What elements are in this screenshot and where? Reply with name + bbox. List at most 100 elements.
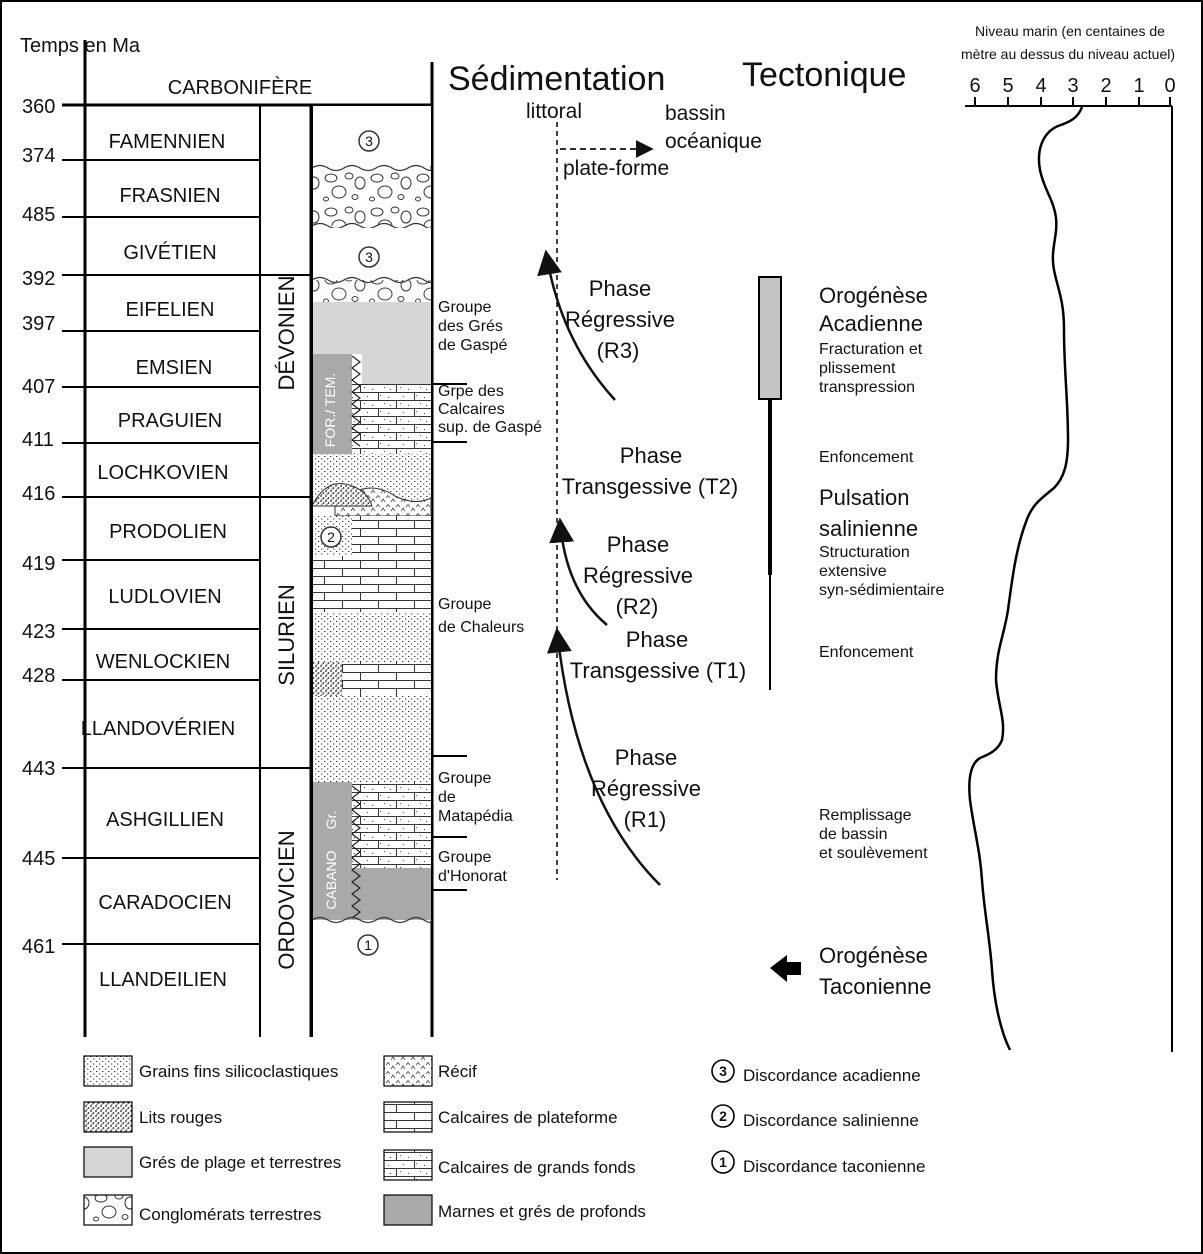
legend-platform-limestone: Calcaires de plateforme — [438, 1108, 618, 1127]
legend-marker-2 — [711, 1104, 735, 1128]
acadian-note-1: Fracturation et — [819, 341, 923, 358]
group-matapedia: Groupe — [438, 770, 491, 787]
phase-r3-line3: (R3) — [597, 338, 640, 363]
tick-label: 428 — [22, 665, 55, 687]
unconformity-marker-3-label: 3 — [365, 249, 373, 265]
column-conglomerate-frasnien — [312, 168, 431, 226]
tick-label: 419 — [22, 553, 55, 575]
legend-swatch-reef — [383, 1055, 433, 1087]
period-ordovicien: ORDOVICIEN — [274, 830, 299, 969]
tick-label: 423 — [22, 621, 55, 643]
phase-r2-line1: Phase — [607, 532, 669, 557]
tectonique-panel: Tectonique Orogénèse Acadienne Fracturat… — [742, 56, 944, 999]
stage-eifelien: EIFELIEN — [126, 299, 215, 321]
tick-label: 360 — [22, 96, 55, 118]
phase-arrow-r3 — [537, 249, 616, 401]
legend-fine-grains: Grains fins silicoclastiques — [139, 1062, 338, 1081]
tick-label: 411 — [22, 429, 54, 451]
taconian-label-1: Orogénèse — [819, 943, 928, 968]
legend-discordance-taconienne: Discordance taconienne — [743, 1157, 925, 1176]
column-marls-fortem — [312, 354, 352, 454]
stage-ashgillien: ASHGILLIEN — [106, 809, 224, 831]
unconformity-wave — [311, 916, 432, 924]
littoral-label: littoral — [526, 100, 582, 123]
phase-t1-line1: Phase — [626, 627, 688, 652]
taconian-label-2: Taconienne — [819, 974, 932, 999]
tick-label: 416 — [22, 483, 55, 505]
tick-label: 407 — [22, 376, 55, 398]
sea-level-tick-label: 6 — [969, 75, 980, 97]
tick-label: 392 — [22, 268, 55, 290]
stage-names: FAMENNIEN FRASNIEN GIVÉTIEN EIFELIEN EMS… — [81, 131, 236, 991]
sea-level-tick-label: 0 — [1164, 75, 1175, 97]
legend-swatch-platform-limestone — [383, 1101, 433, 1133]
acadian-label-2: Acadienne — [819, 311, 923, 336]
interfinger-line — [351, 355, 361, 447]
group-honorat: Groupe — [438, 849, 491, 866]
time-tick-labels: 360 374 485 392 397 407 411 416 419 423 … — [22, 96, 55, 958]
tick-label: 443 — [22, 758, 55, 780]
stage-boundaries — [62, 159, 311, 945]
tick-label: 445 — [22, 848, 55, 870]
legend-marker-1 — [711, 1150, 735, 1174]
sedimentation-panel: Sédimentation littoral bassin océanique … — [448, 60, 762, 886]
group-gres-gaspe: des Grés — [438, 318, 503, 335]
legend-red-beds: Lits rouges — [139, 1108, 222, 1127]
period-silurien: SILURIEN — [274, 584, 299, 685]
column-beach-sand-lower — [362, 354, 431, 384]
legend-beach-sand: Grés de plage et terrestres — [139, 1153, 341, 1172]
sea-level-tick-label: 4 — [1035, 75, 1046, 97]
group-calcaires-gaspe: Calcaires — [438, 401, 505, 418]
group-chaleurs: de Chaleurs — [438, 619, 524, 636]
legend-swatch-conglomerates — [83, 1194, 133, 1226]
period-devonien: DÉVONIEN — [274, 276, 299, 391]
stage-ludlovien: LUDLOVIEN — [108, 586, 221, 608]
legend-marls: Marnes et grés de profonds — [438, 1202, 646, 1221]
column-red-beds-lower — [312, 662, 342, 696]
legend: Grains fins silicoclastiques Lits rouges… — [83, 1055, 925, 1226]
legend-conglomerates: Conglomérats terrestres — [139, 1205, 321, 1224]
stage-praguien: PRAGUIEN — [118, 410, 222, 432]
acadian-label-1: Orogénèse — [819, 283, 928, 308]
legend-marker-3-label: 3 — [719, 1063, 727, 1079]
sea-level-tick-label: 2 — [1100, 75, 1111, 97]
column-fine-grains-middle — [312, 612, 431, 662]
legend-discordance-acadienne: Discordance acadienne — [743, 1066, 921, 1085]
unconformity-marker-3 — [358, 130, 380, 152]
remplissage-label-1: Remplissage — [819, 807, 912, 824]
group-gres-gaspe: Groupe — [438, 299, 491, 316]
column-marls-cabano — [312, 782, 352, 920]
legend-swatch-beach-sand — [83, 1146, 133, 1178]
bassin-label: bassin — [665, 102, 726, 125]
column-fine-grains-llandoverien — [312, 696, 431, 782]
legend-swatch-fine-grains — [83, 1055, 133, 1087]
taconian-arrow-icon — [770, 955, 801, 982]
phase-arrow-r2 — [549, 517, 608, 626]
stage-famennien: FAMENNIEN — [109, 131, 226, 153]
sea-level-curve — [968, 106, 1084, 1051]
salinian-label-2: salinienne — [819, 516, 918, 541]
phase-r1-line1: Phase — [615, 745, 677, 770]
column-platform-limestone-lower — [342, 662, 431, 696]
unconformity-wave — [311, 276, 432, 284]
sea-level-tick-label: 3 — [1067, 75, 1078, 97]
remplissage-label-2: de bassin — [819, 826, 888, 843]
tick-label: 461 — [22, 936, 55, 958]
column-deep-limestone-upper — [352, 384, 431, 454]
group-names: Groupe des Grés de Gaspé Grpe des Calcai… — [438, 299, 542, 885]
unconformity-marker-3 — [358, 246, 380, 268]
interfinger-line — [351, 785, 361, 919]
tectonique-title: Tectonique — [742, 56, 906, 94]
phase-r3-line1: Phase — [589, 276, 651, 301]
sea-level-title-2: mètre au dessus du niveau actuel) — [961, 46, 1175, 62]
acadian-orogeny-bar — [758, 276, 782, 400]
column-red-beds-upper — [311, 483, 373, 507]
group-calcaires-gaspe: Grpe des — [438, 383, 504, 400]
acadian-note-3: transpression — [819, 379, 915, 396]
salinian-note-2: extensive — [819, 563, 887, 580]
sea-level-title-1: Niveau marin (en centaines de — [975, 23, 1165, 39]
legend-deep-limestone: Calcaires de grands fonds — [438, 1158, 636, 1177]
unconformity-marker-1 — [357, 934, 379, 956]
legend-swatch-deep-limestone — [383, 1149, 433, 1181]
